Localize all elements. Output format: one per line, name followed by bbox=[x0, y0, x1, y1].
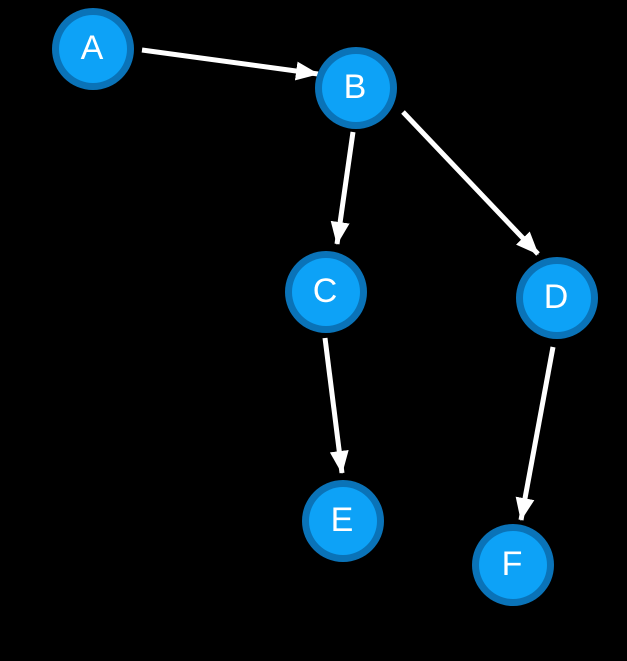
graph-edge-A-B bbox=[141, 47, 319, 81]
node-label: D bbox=[544, 278, 569, 316]
graph-node-F[interactable]: F bbox=[472, 524, 554, 606]
node-circle bbox=[309, 487, 377, 555]
graph-node-E[interactable]: E bbox=[302, 480, 384, 562]
graph-edge-B-D bbox=[401, 110, 540, 256]
node-circle bbox=[59, 15, 127, 83]
nodes-layer: A B C D E F bbox=[52, 8, 598, 606]
edges-layer bbox=[141, 47, 556, 521]
node-circle bbox=[322, 54, 390, 122]
node-label: C bbox=[313, 272, 338, 310]
graph-edge-D-F bbox=[515, 346, 556, 521]
graph-node-B[interactable]: B bbox=[315, 47, 397, 129]
node-circle bbox=[523, 264, 591, 332]
node-label: B bbox=[344, 68, 367, 106]
node-label: E bbox=[331, 501, 354, 539]
graph-node-C[interactable]: C bbox=[285, 251, 367, 333]
graph-edge-C-E bbox=[322, 337, 349, 474]
graph-edge-B-C bbox=[330, 131, 356, 245]
node-circle bbox=[479, 531, 547, 599]
node-label: F bbox=[502, 545, 523, 583]
graph-node-D[interactable]: D bbox=[516, 257, 598, 339]
node-circle bbox=[292, 258, 360, 326]
node-label: A bbox=[81, 29, 104, 67]
graph-node-A[interactable]: A bbox=[52, 8, 134, 90]
